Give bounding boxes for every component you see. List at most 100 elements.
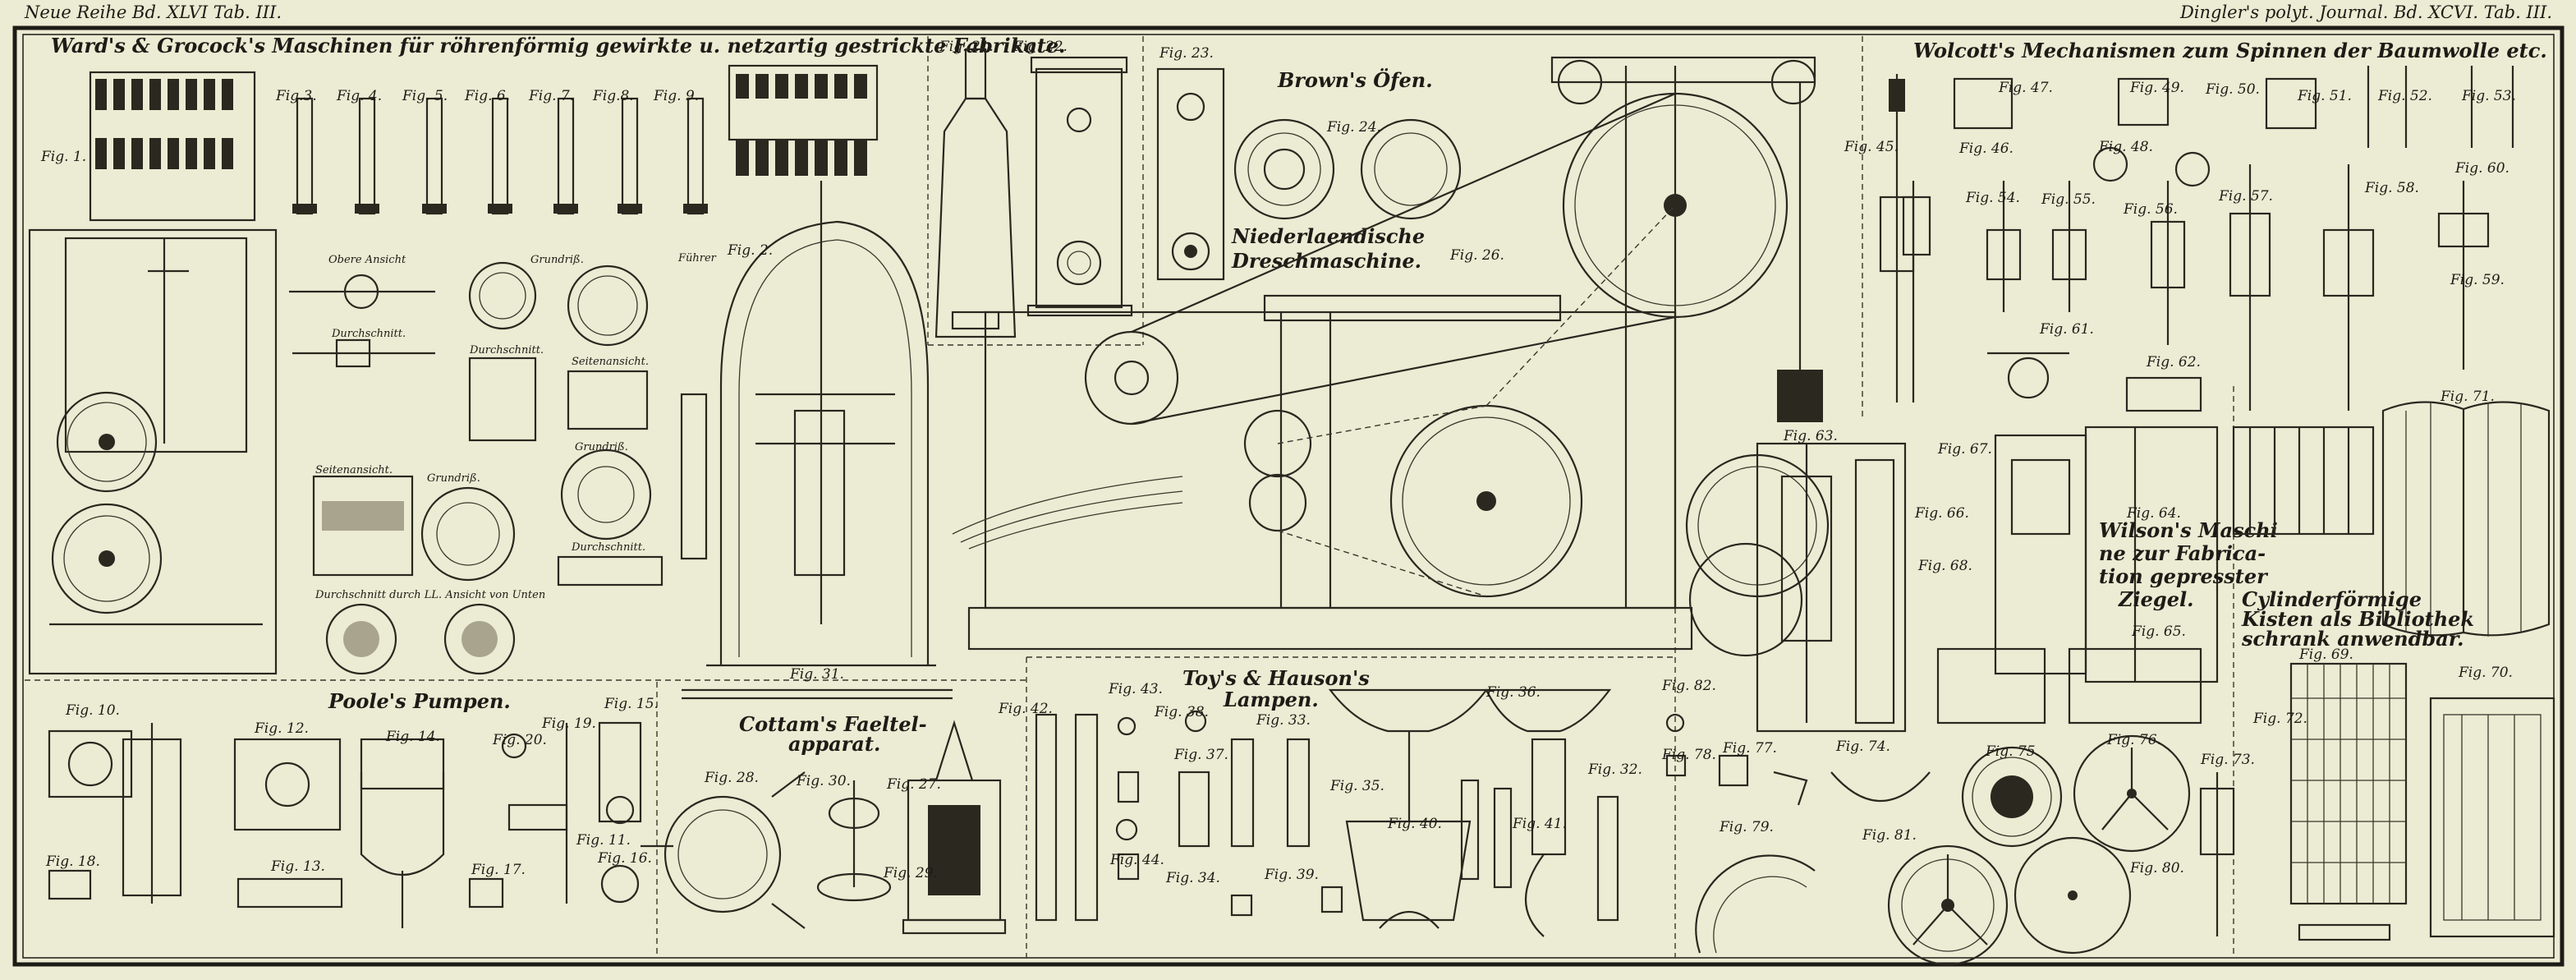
caption-fuehrer: Führer [677, 252, 717, 265]
fig3-9-parts [292, 97, 708, 215]
header-right: Dingler's polyt. Journal. Bd. XCVI. Tab.… [2179, 2, 2552, 22]
caption-durchschnitt-1: Durchschnitt. [331, 328, 406, 340]
fig69-70-cabinets [2289, 662, 2555, 941]
small-figures-82 [1665, 713, 1808, 806]
fig-label: Fig. 10. [65, 702, 120, 719]
fig2-frame [680, 64, 936, 667]
fig-label: Fig. 36. [1485, 684, 1541, 701]
fig-label: Fig. 16. [597, 850, 652, 867]
fig-label: Fig. 28. [704, 770, 759, 786]
outer-frame [12, 25, 2565, 967]
fig-label: Fig. 57. [2218, 188, 2273, 205]
title-cottam-1: Cottam's Faeltel- [739, 712, 927, 736]
fig-label: Fig. 70. [2458, 665, 2513, 681]
fig-label: Fig. 15. [604, 696, 659, 712]
fig24-rings [1233, 118, 1462, 220]
fig-label: Fig. 77. [1722, 740, 1777, 757]
fig-label: Fig. 19. [541, 715, 596, 732]
inner-frame [22, 34, 2555, 959]
fig-label: Fig. 67. [1937, 441, 1992, 458]
fig-label: Fig.8. [592, 88, 634, 104]
title-brown: Brown's Öfen. [1277, 68, 1433, 92]
fig-label: Fig. 32. [1587, 761, 1642, 778]
title-wilson-2: ne zur Fabrica- [2099, 541, 2266, 565]
caption-seitenansicht-1: Seitenansicht. [572, 356, 649, 368]
fig-label: Fig. 44. [1109, 852, 1164, 868]
fig-label: Fig. 1. [40, 149, 86, 165]
fig22-oven [1026, 56, 1133, 317]
caption-grundriss-3: Grundriß. [427, 472, 480, 485]
fig23-panel [1156, 67, 1225, 281]
title-poole: Poole's Pumpen. [328, 689, 511, 713]
fig-label: Fig. 79. [1719, 819, 1774, 835]
fig-label: Fig. 38. [1154, 704, 1209, 720]
fig-label: Fig. 61. [2039, 321, 2094, 338]
fig-label: Fig. 52. [2377, 88, 2432, 104]
fig-label: Fig. 73. [2200, 752, 2255, 768]
fig-label: Fig. 62. [2146, 354, 2201, 370]
title-wilson-4: Ziegel. [2118, 587, 2193, 611]
fig-label: Fig. 66. [1914, 505, 1969, 522]
fig-label: Fig. 24. [1326, 119, 1381, 136]
fig26-threshing-machine [952, 56, 1823, 651]
title-wilson-3: tion gepresster [2099, 564, 2269, 588]
fig-label: Fig. 26. [1449, 247, 1504, 264]
fig-label: Fig. 78. [1661, 747, 1716, 763]
fig-label: Fig. 21. [939, 39, 994, 55]
fig-label: Fig. 49. [2129, 80, 2184, 96]
fig-label: Fig. 18. [45, 853, 100, 870]
fig-label: Fig. 56. [2123, 201, 2178, 218]
fig-label: Fig. 46. [1958, 140, 2014, 157]
wheel-figures [1695, 734, 2235, 966]
fig-label: Fig. 27. [886, 776, 941, 793]
fig-label: Fig. 55. [2041, 191, 2096, 208]
title-toy-1: Toy's & Hauson's [1182, 666, 1370, 690]
fig-label: Fig. 75. [1985, 743, 2040, 760]
fig-label: Fig. 47. [1998, 80, 2053, 96]
fig-label: Fig. 29. [883, 865, 938, 881]
fig-label: Fig. 48. [2098, 139, 2153, 155]
fig-label: Fig. 20. [492, 732, 547, 748]
fig-label: Fig. 50. [2205, 81, 2260, 98]
poole-pumps [48, 721, 642, 928]
figure-labels: Fig. 1. Fig. 2. Fig.3. Fig. 4. Fig. 5. F… [40, 39, 2516, 886]
fig-label: Fig. 14. [385, 729, 440, 745]
fig-label: Fig. 23. [1159, 45, 1214, 62]
fig-label: Fig. 5. [402, 88, 448, 104]
fig-label: Fig. 43. [1108, 681, 1163, 697]
fig-label: Fig. 64. [2126, 505, 2181, 522]
title-cottam-2: apparat. [788, 732, 880, 756]
fig-label: Fig. 39. [1264, 867, 1319, 883]
fig-label: Fig. 11. [576, 832, 631, 849]
lamp-figures [1035, 688, 1619, 937]
caption-ansicht-unten: Durchschnitt durch LL. Ansicht von Unten [315, 589, 545, 601]
caption-grundriss-1: Grundriß. [530, 254, 584, 266]
fig-label: Fig. 9. [653, 88, 699, 104]
fig-label: Fig. 58. [2364, 180, 2419, 196]
fig1-knitting-machine [28, 71, 278, 675]
fig-label: Fig. 81. [1862, 827, 1917, 844]
header-left: Neue Reihe Bd. XLVI Tab. III. [24, 2, 282, 22]
title-cyl-3: schrank anwendbar. [2241, 627, 2464, 651]
fig-label: Fig. 63. [1783, 428, 1838, 444]
fig-label: Fig. 80. [2129, 860, 2184, 876]
fig-label: Fig. 17. [471, 862, 526, 878]
fig-label: Fig. 2. [727, 242, 773, 259]
title-niederlaendisch-2: Dreschmaschine. [1231, 249, 1421, 273]
fig-label: Fig. 35. [1329, 778, 1384, 794]
cottam-apparatus [641, 688, 1007, 935]
fig-label: Fig. 41. [1512, 816, 1567, 832]
fig-label: Fig. 59. [2450, 272, 2505, 288]
fig-label: Fig. 34. [1165, 870, 1220, 886]
ward-detail-drawings [289, 261, 664, 675]
fig-label: Fig. 40. [1387, 816, 1442, 832]
caption-obere-ansicht: Obere Ansicht [328, 254, 406, 266]
fig-label: Fig. 45. [1844, 139, 1899, 155]
fig63-brick-machine [1685, 442, 1907, 733]
fig-label: Fig. 53. [2461, 88, 2516, 104]
title-wilson-1: Wilson's Maschi [2099, 518, 2278, 542]
fig21-oven [934, 48, 1017, 338]
fig-label: Fig. 37. [1173, 747, 1228, 763]
fig-label: Fig. 13. [270, 858, 325, 875]
